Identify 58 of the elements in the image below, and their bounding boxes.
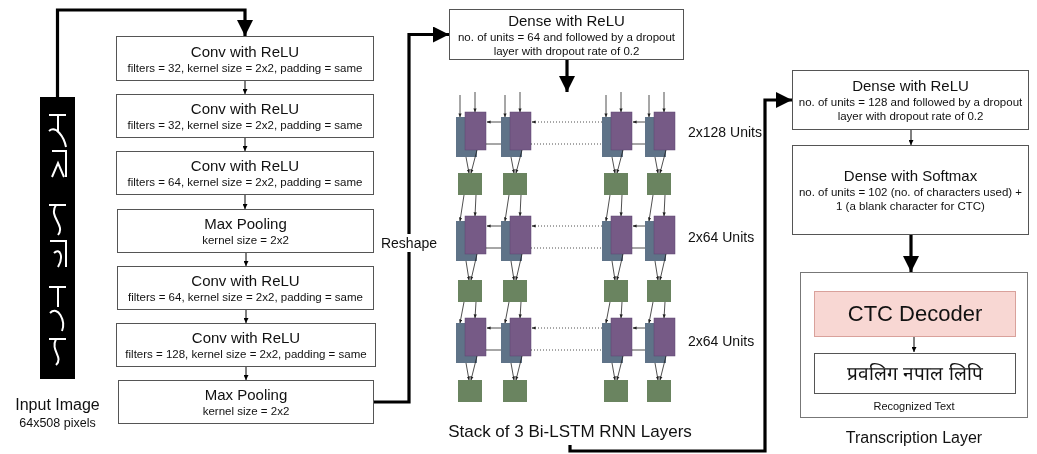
layer-title: Conv with ReLU	[189, 100, 301, 118]
caption-text: Input Image	[14, 395, 101, 415]
arrow	[243, 252, 249, 267]
layer-title: Conv with ReLU	[190, 329, 302, 347]
arrow	[908, 129, 914, 146]
arrow	[55, 8, 253, 97]
layer-title: Dense with ReLU	[851, 77, 970, 95]
layer-box	[792, 145, 1029, 235]
layer-description: no. of units = 102 (no. of characters used) + 1 (a blank character for CTC)	[797, 185, 1024, 213]
arrow	[374, 26, 449, 404]
arrow	[242, 137, 248, 152]
layer-description: no. of units = 128 and followed by a dropout layer with dropout rate of 0.2	[797, 95, 1024, 123]
layer-box	[116, 323, 376, 367]
layer-title: Conv with ReLU	[189, 42, 301, 61]
edge-label: Reshape	[379, 234, 439, 252]
layer-title: Dense with Softmax	[842, 167, 979, 185]
layer-box	[117, 209, 374, 253]
layer-box	[116, 151, 374, 195]
arrow	[242, 194, 248, 210]
layer-description: kernel size = 2x2	[201, 404, 291, 418]
container-box	[800, 272, 1028, 418]
caption-text: Stack of 3 Bi-LSTM RNN Layers	[447, 421, 693, 443]
layer-title: Conv with ReLU	[190, 272, 301, 290]
layer-box	[116, 36, 374, 81]
decoder-box	[814, 291, 1016, 337]
layer-title: Max Pooling	[203, 215, 288, 233]
arrow	[242, 80, 248, 95]
layer-description: filters = 32, kernel size = 2x2, padding = same	[126, 118, 364, 132]
layer-box	[116, 94, 374, 138]
arrow	[568, 92, 792, 453]
layer-description: kernel size = 2x2	[201, 233, 290, 247]
layer-description: filters = 64, kernel size = 2x2, padding = same	[126, 175, 364, 189]
layer-title: Max Pooling	[203, 386, 289, 404]
layer-title: Dense with ReLU	[507, 11, 626, 30]
layer-box	[118, 380, 374, 424]
caption-text: 64x508 pixels	[18, 415, 97, 431]
units-label: 2x128 Units	[688, 123, 762, 141]
arrow	[559, 60, 575, 92]
layer-title: CTC Decoder	[846, 301, 984, 327]
layer-box	[792, 70, 1029, 130]
recognized-text-box	[814, 353, 1016, 394]
layer-title: Conv with ReLU	[189, 157, 301, 175]
layer-box	[449, 9, 684, 60]
arrow	[903, 235, 919, 272]
units-label: 2x64 Units	[688, 228, 755, 246]
layer-description: filters = 32, kernel size = 2x2, padding = same	[126, 60, 364, 75]
layer-description: filters = 128, kernel size = 2x2, padding = same	[124, 347, 368, 361]
layer-description: filters = 64, kernel size = 2x2, padding = same	[127, 290, 364, 304]
input-image	[40, 97, 75, 379]
arrow	[243, 309, 249, 324]
caption-text: Transcription Layer	[844, 428, 984, 448]
layer-box	[117, 266, 374, 310]
layer-title: प्रवलिग नपाल लिपि	[846, 361, 984, 386]
layer-description: no. of units = 64 and followed by a dropout layer with dropout rate of 0.2	[456, 29, 677, 58]
units-label: 2x64 Units	[688, 332, 755, 350]
arrow	[911, 335, 917, 353]
arrow	[243, 366, 249, 381]
caption-text: Recognized Text	[872, 399, 956, 413]
